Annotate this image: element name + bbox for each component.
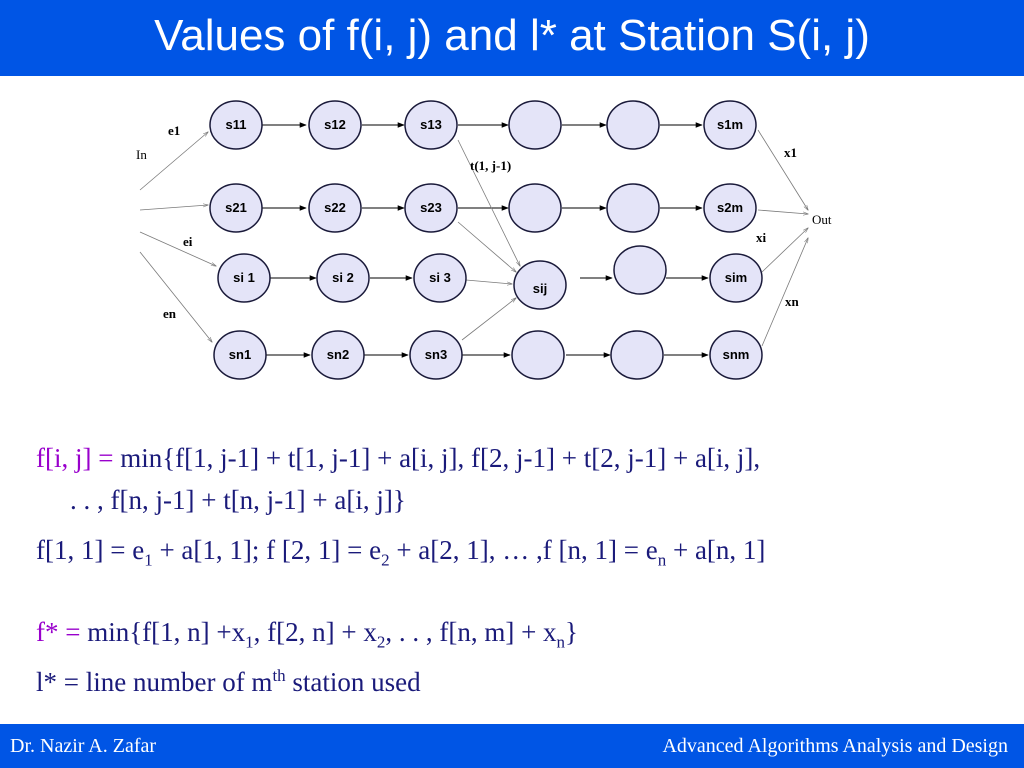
assembly-line-diagram: s11 s12 s13 s1m s21 s22 s23 s2m si 1 si … [136,100,832,380]
entry-arrows [139,132,216,342]
formula-subscript: 2 [376,632,386,652]
x1-label: x1 [784,145,797,160]
station-node [508,183,562,233]
formula-subscript: 2 [381,550,390,570]
station-row-2: s21 s22 s23 s2m [209,183,757,233]
formula-superscript: th [272,666,286,685]
formula-line-2: . . , f[n, j-1] + t[n, j-1] + a[i, j]} [70,484,406,516]
in-label: In [136,147,147,162]
station-node-sij: sij [513,260,567,310]
station-node [511,330,565,380]
formula-part: station used [285,667,421,697]
svg-text:s2m: s2m [717,200,743,215]
station-node: sn3 [409,330,463,380]
xi-label: xi [756,230,767,245]
svg-text:si 2: si 2 [332,270,354,285]
station-node: s11 [209,100,263,150]
station-node: sn1 [213,330,267,380]
svg-text:snm: snm [723,347,750,362]
svg-text:si 3: si 3 [429,270,451,285]
station-node: snm [709,330,763,380]
station-row-n: sn1 sn2 sn3 snm [213,330,763,380]
formula-part: , f[2, n] + x [253,617,377,647]
svg-text:s11: s11 [226,117,247,132]
formula-subscript: n [556,632,566,652]
title-bar: Values of f(i, j) and l* at Station S(i,… [0,0,1024,76]
station-node: si 2 [316,253,370,303]
station-node [613,245,667,295]
formula-part: + a[n, 1] [666,535,766,565]
xn-label: xn [785,294,800,309]
formula-line-5: l* = line number of mth station used [36,666,421,698]
en-label: en [163,306,177,321]
station-node: s21 [209,183,263,233]
station-node [508,100,562,150]
formula-part: + a[1, 1]; f [2, 1] = e [152,535,382,565]
station-node: s22 [308,183,362,233]
formula-subscript: 1 [245,632,254,652]
svg-text:s23: s23 [420,200,442,215]
e1-label: e1 [168,123,180,138]
station-node: s1m [703,100,757,150]
formula-line-4: f* = min{f[1, n] +x1, f[2, n] + x2, . . … [36,616,579,652]
station-node: s12 [308,100,362,150]
formula-lhs: f* = [36,617,81,647]
station-node: sn2 [311,330,365,380]
formula-subscript: 1 [144,550,153,570]
svg-text:s21: s21 [225,200,247,215]
svg-text:s22: s22 [324,200,346,215]
station-node: s2m [703,183,757,233]
formula-continuation: . . , f[n, j-1] + t[n, j-1] + a[i, j]} [70,485,406,515]
formula-part: min{f[1, n] +x [80,617,246,647]
svg-text:s12: s12 [324,117,346,132]
formula-part: l* = line number of m [36,667,273,697]
station-arrows [262,122,709,358]
footer-course: Advanced Algorithms Analysis and Design [662,735,1008,757]
formula-part: f[1, 1] = e [36,535,145,565]
transfer-arrows [457,139,520,341]
station-node: si 1 [217,253,271,303]
svg-text:si 1: si 1 [233,270,255,285]
station-node: sim [709,253,763,303]
svg-text:s13: s13 [420,117,442,132]
svg-text:sn3: sn3 [425,347,447,362]
formula-line-3: f[1, 1] = e1 + a[1, 1]; f [2, 1] = e2 + … [36,534,766,570]
formula-part: } [565,617,579,647]
svg-text:s1m: s1m [717,117,743,132]
station-node [610,330,664,380]
formula-part: , . . , f[n, m] + x [385,617,557,647]
svg-text:sim: sim [725,270,747,285]
station-node [606,100,660,150]
exit-arrows [757,129,808,347]
ei-label: ei [183,234,193,249]
formula-part: + a[2, 1], … ,f [n, 1] = e [389,535,658,565]
t-label: t(1, j-1) [470,158,511,173]
out-label: Out [812,212,832,227]
station-node: s23 [404,183,458,233]
svg-text:sn2: sn2 [327,347,349,362]
slide-title: Values of f(i, j) and l* at Station S(i,… [154,11,870,60]
footer-bar: Dr. Nazir A. Zafar Advanced Algorithms A… [0,724,1024,768]
svg-text:sn1: sn1 [229,347,251,362]
svg-text:sij: sij [533,281,547,296]
station-node: s13 [404,100,458,150]
station-node [606,183,660,233]
station-row-i: si 1 si 2 si 3 sij sim [217,245,763,310]
footer-author: Dr. Nazir A. Zafar [10,735,157,757]
formula-lhs: f[i, j] = [36,443,114,473]
station-row-1: s11 s12 s13 s1m [209,100,757,150]
formula-line-1: f[i, j] = min{f[1, j-1] + t[1, j-1] + a[… [36,442,760,474]
formula-subscript: n [657,550,667,570]
station-node: si 3 [413,253,467,303]
formula-rhs: min{f[1, j-1] + t[1, j-1] + a[i, j], f[2… [113,443,761,473]
